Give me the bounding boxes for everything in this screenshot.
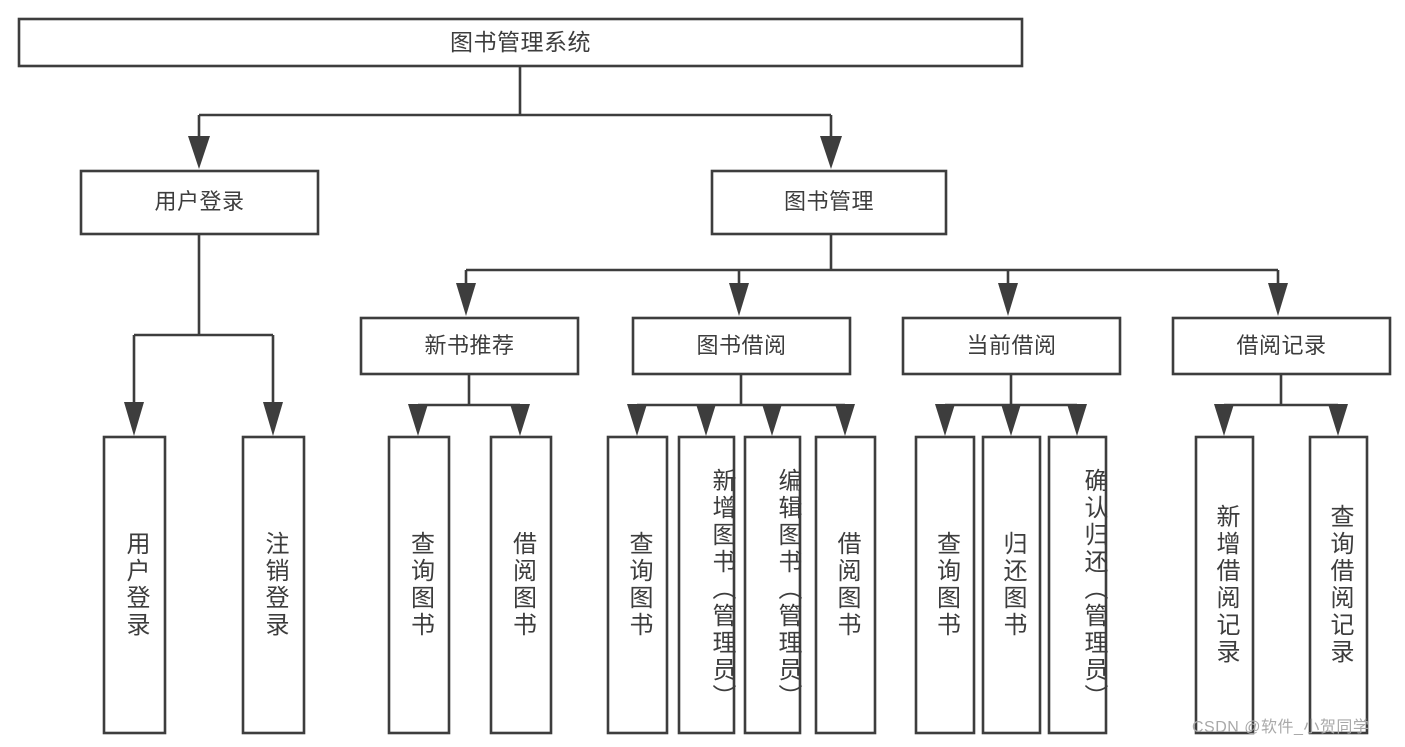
node-box-user-login[interactable] <box>79 169 320 236</box>
arrow-head-icon <box>456 283 476 316</box>
node-box-book-management[interactable] <box>710 169 948 236</box>
arrow-head-icon <box>1067 404 1087 436</box>
connector-root-to-level2 <box>188 66 842 169</box>
node-box-book-borrow[interactable] <box>631 316 852 376</box>
node-box-leaf-borrow-book-2[interactable] <box>814 435 877 735</box>
arrow-head-icon <box>998 283 1018 316</box>
watermark-text: CSDN @软件_小贺同学 <box>1192 719 1370 736</box>
arrow-head-icon <box>1214 404 1234 436</box>
arrow-head-icon <box>408 404 428 436</box>
node-box-leaf-query-book-3[interactable] <box>914 435 976 735</box>
arrow-head-icon <box>188 136 210 169</box>
arrow-head-icon <box>1001 404 1021 436</box>
arrow-head-icon <box>1268 283 1288 316</box>
node-box-leaf-return-book[interactable] <box>981 435 1042 735</box>
arrow-head-icon <box>263 402 283 436</box>
connector-book-borrow-to-leaves <box>627 374 855 436</box>
node-box-leaf-add-book[interactable] <box>677 435 736 735</box>
node-box-root[interactable] <box>17 17 1024 68</box>
node-box-leaf-add-record[interactable] <box>1194 435 1255 735</box>
node-box-new-book-recommend[interactable] <box>359 316 580 376</box>
arrow-head-icon <box>820 136 842 169</box>
connector-new-book-recommend-to-leaves <box>408 374 530 436</box>
connector-current-borrow-to-leaves <box>935 374 1087 436</box>
connector-user-login-to-leaves <box>124 234 283 436</box>
arrow-head-icon <box>729 283 749 316</box>
node-box-current-borrow[interactable] <box>901 316 1122 376</box>
node-box-leaf-edit-book[interactable] <box>743 435 802 735</box>
arrow-head-icon <box>627 404 647 436</box>
arrow-head-icon <box>935 404 955 436</box>
node-box-leaf-query-book-2[interactable] <box>606 435 669 735</box>
node-box-leaf-user-login[interactable] <box>102 435 167 735</box>
connector-borrow-record-to-leaves <box>1214 374 1348 436</box>
node-box-leaf-borrow-book-1[interactable] <box>489 435 553 735</box>
arrow-head-icon <box>696 404 716 436</box>
node-box-leaf-user-logout[interactable] <box>241 435 306 735</box>
node-box-borrow-record[interactable] <box>1171 316 1392 376</box>
node-box-leaf-confirm-return[interactable] <box>1047 435 1108 735</box>
node-box-leaf-query-record[interactable] <box>1308 435 1369 735</box>
arrow-head-icon <box>762 404 782 436</box>
connector-book-management-to-level3 <box>456 234 1288 316</box>
arrow-head-icon <box>124 402 144 436</box>
arrow-head-icon <box>1328 404 1348 436</box>
node-box-leaf-query-book-1[interactable] <box>387 435 451 735</box>
arrow-head-icon <box>510 404 530 436</box>
arrow-head-icon <box>835 404 855 436</box>
